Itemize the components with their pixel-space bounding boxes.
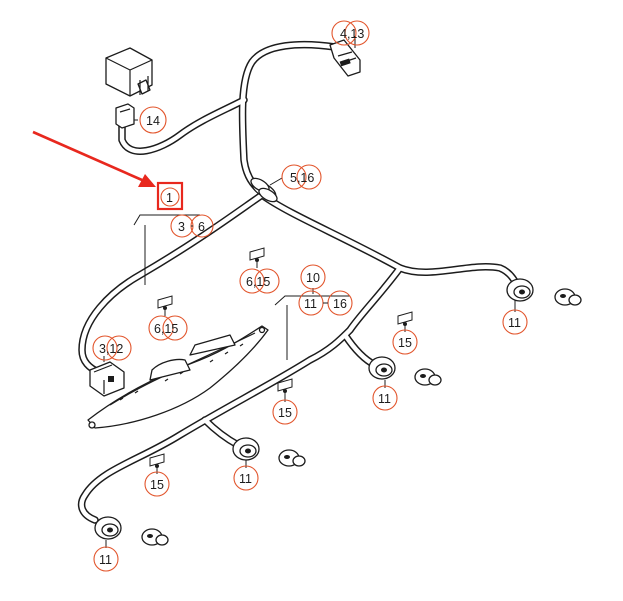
sensor-icon — [278, 449, 306, 467]
connector-icon — [115, 103, 135, 129]
callout-label: 11 — [304, 297, 317, 311]
cable-tie-icon — [149, 247, 413, 468]
callout-15-right: 15 — [392, 329, 418, 355]
callout-11-bottom: 11 — [93, 546, 119, 572]
grommet-icon — [250, 177, 278, 203]
wire-channel — [87, 325, 269, 429]
callout-label: 15 — [278, 406, 292, 420]
callout-label: 5,16 — [290, 171, 314, 185]
connector-icon — [232, 437, 260, 461]
callout-label: 6,15 — [154, 322, 178, 336]
callout-3-6: 3 6 — [170, 214, 214, 238]
sensor-icon — [414, 368, 442, 386]
callout-15-mid: 15 — [272, 399, 298, 425]
callout-6-15-top: 6,15 — [239, 268, 280, 294]
callout-label: 1 — [166, 191, 173, 205]
connector-icon — [368, 356, 396, 380]
callout-14: 14 — [139, 106, 167, 134]
connector-icon — [94, 516, 122, 540]
callout-11-mid: 11 — [372, 385, 398, 411]
connector-icon — [329, 39, 361, 77]
callout-label: 4,13 — [340, 27, 364, 41]
callout-label: 10 — [306, 271, 320, 285]
arrow-icon — [32, 130, 156, 187]
callout-label: 11 — [508, 316, 521, 330]
callout-15-lower: 15 — [144, 471, 170, 497]
leader-lines — [103, 36, 516, 548]
callout-6-15-left: 6,15 — [148, 315, 188, 341]
sensor-icon — [554, 288, 582, 306]
callout-label: 6,15 — [246, 275, 270, 289]
callout-11-right: 11 — [502, 309, 528, 335]
callout-label: 15 — [150, 478, 164, 492]
sensor-icon — [141, 528, 169, 546]
callout-label: 11 — [99, 553, 112, 567]
callout-label: 16 — [333, 297, 347, 311]
connector-icon — [506, 278, 534, 302]
callout-11-lower: 11 — [233, 465, 259, 491]
callout-label: 11 — [239, 472, 252, 486]
callout-label: 14 — [146, 114, 160, 128]
relay-icon — [105, 47, 153, 97]
callout-label: 15 — [398, 336, 412, 350]
callout-label: 3,12 — [99, 342, 123, 356]
connector-icon — [89, 361, 125, 397]
callout-10: 10 — [300, 264, 326, 290]
callout-5-16: 5,16 — [281, 164, 322, 190]
callout-1-highlighted: 1 — [156, 181, 184, 211]
callout-label: 11 — [378, 392, 391, 406]
callout-3-12: 3,12 — [92, 335, 132, 361]
callout-label: 6 — [198, 220, 205, 234]
callout-label: 3 — [178, 220, 185, 234]
callout-4-13: 4,13 — [331, 20, 370, 46]
callout-11-16: 11 16 — [298, 290, 353, 316]
